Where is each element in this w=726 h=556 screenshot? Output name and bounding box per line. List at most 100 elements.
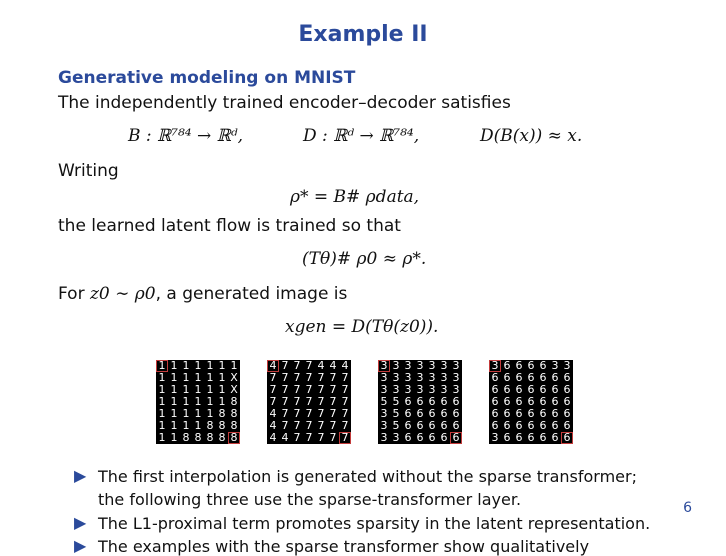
digit-cell: 1 [218, 371, 226, 384]
digit-cell: 1 [182, 419, 190, 432]
digit-cell: 6 [416, 407, 424, 420]
digit-cell: 1 [206, 371, 214, 384]
digit-cell: 1 [182, 371, 190, 384]
digit-cell: 8 [206, 419, 214, 432]
digit-cell: 6 [440, 395, 448, 408]
digit-cell: 1 [194, 407, 202, 420]
digit-cell: 3 [392, 383, 400, 396]
slide-title: Example II [298, 22, 428, 47]
digit-cell: 7 [269, 383, 277, 396]
digit-cell: 7 [281, 371, 289, 384]
digit-cell: 3 [392, 431, 400, 444]
digit-cell: 7 [305, 371, 313, 384]
digit-cell: 1 [158, 371, 166, 384]
digit-cell: 7 [317, 431, 325, 444]
digit-cell: 7 [281, 359, 289, 372]
digit-cell: 6 [404, 395, 412, 408]
digit-cell: 1 [182, 383, 190, 396]
digit-cell: 7 [341, 395, 349, 408]
bullet-marker-2: ▶ [74, 513, 87, 532]
digit-cell: 6 [404, 419, 412, 432]
digit-cell: 6 [539, 419, 547, 432]
pushforward-equation: (Tθ)# ρ0 ≈ ρ*. [302, 249, 427, 269]
digit-cell: 8 [230, 419, 238, 432]
digit-cell: 6 [515, 359, 523, 372]
digit-cell: 7 [293, 371, 301, 384]
digit-cell: 6 [491, 371, 499, 384]
endpoint-frame [267, 360, 279, 372]
digit-cell: 8 [182, 431, 190, 444]
digit-cell: 3 [404, 371, 412, 384]
digit-cell: 1 [206, 383, 214, 396]
digit-cell: 6 [527, 371, 535, 384]
digit-cell: 3 [491, 359, 499, 372]
digit-cell: 6 [428, 395, 436, 408]
digit-cell: 6 [491, 383, 499, 396]
digit-cell: X [230, 371, 238, 384]
digit-cell: 3 [404, 383, 412, 396]
digit-cell: 6 [491, 419, 499, 432]
digit-cell: 7 [305, 359, 313, 372]
digit-cell: 1 [194, 371, 202, 384]
digit-cell: 6 [416, 395, 424, 408]
reconstruction-equation: D(B(x)) ≈ x. [480, 126, 583, 146]
digit-cell: 1 [230, 359, 238, 372]
digit-cell: 6 [563, 371, 571, 384]
digit-cell: 3 [380, 407, 388, 420]
digit-cell: 7 [329, 407, 337, 420]
digit-cell: 6 [515, 371, 523, 384]
bullet-2-text: The L1-proximal term promotes sparsity i… [98, 514, 651, 533]
digit-cell: 6 [563, 431, 571, 444]
digit-cell: 3 [428, 359, 436, 372]
digit-cell: 6 [563, 419, 571, 432]
endpoint-frame [339, 432, 351, 444]
digit-cell: 6 [452, 431, 460, 444]
digit-cell: 1 [170, 431, 178, 444]
digit-cell: 6 [503, 359, 511, 372]
flow-text: the learned latent flow is trained so th… [58, 216, 401, 236]
digit-cell: 6 [551, 407, 559, 420]
endpoint-frame [378, 360, 390, 372]
digit-cell: 1 [182, 395, 190, 408]
digit-cell: 7 [293, 431, 301, 444]
digit-cell: 1 [206, 395, 214, 408]
digit-cell: 6 [428, 419, 436, 432]
digit-cell: 1 [194, 395, 202, 408]
digit-cell: 3 [416, 359, 424, 372]
generation-text: For z0 ∼ ρ0, a generated image is [58, 284, 347, 304]
page-number: 6 [683, 500, 692, 516]
digit-cell: 1 [194, 383, 202, 396]
digit-cell: 1 [206, 407, 214, 420]
digit-cell: 4 [317, 359, 325, 372]
digit-cell: 6 [404, 431, 412, 444]
digit-cell: 6 [515, 419, 523, 432]
digit-cell: 6 [452, 419, 460, 432]
digit-cell: 6 [527, 359, 535, 372]
digit-cell: 1 [158, 383, 166, 396]
digit-cell: 6 [515, 407, 523, 420]
digit-cell: 5 [392, 395, 400, 408]
xgen-equation: xgen = D(Tθ(z0)). [285, 317, 439, 337]
digit-cell: 6 [539, 431, 547, 444]
digit-cell: 6 [491, 395, 499, 408]
digit-cell: 6 [404, 407, 412, 420]
digit-cell: 3 [491, 431, 499, 444]
bullet-marker-3: ▶ [74, 536, 87, 555]
digit-cell: 6 [503, 407, 511, 420]
digit-cell: 6 [515, 383, 523, 396]
digit-cell: 6 [539, 407, 547, 420]
digit-cell: 3 [563, 359, 571, 372]
digit-cell: 3 [440, 371, 448, 384]
digit-cell: 7 [281, 383, 289, 396]
digit-cell: 7 [317, 395, 325, 408]
digit-cell: 3 [428, 371, 436, 384]
digit-cell: 7 [341, 431, 349, 444]
endpoint-frame [228, 432, 240, 444]
digit-cell: 7 [341, 407, 349, 420]
digit-cell: 3 [404, 359, 412, 372]
digit-cell: 1 [158, 431, 166, 444]
